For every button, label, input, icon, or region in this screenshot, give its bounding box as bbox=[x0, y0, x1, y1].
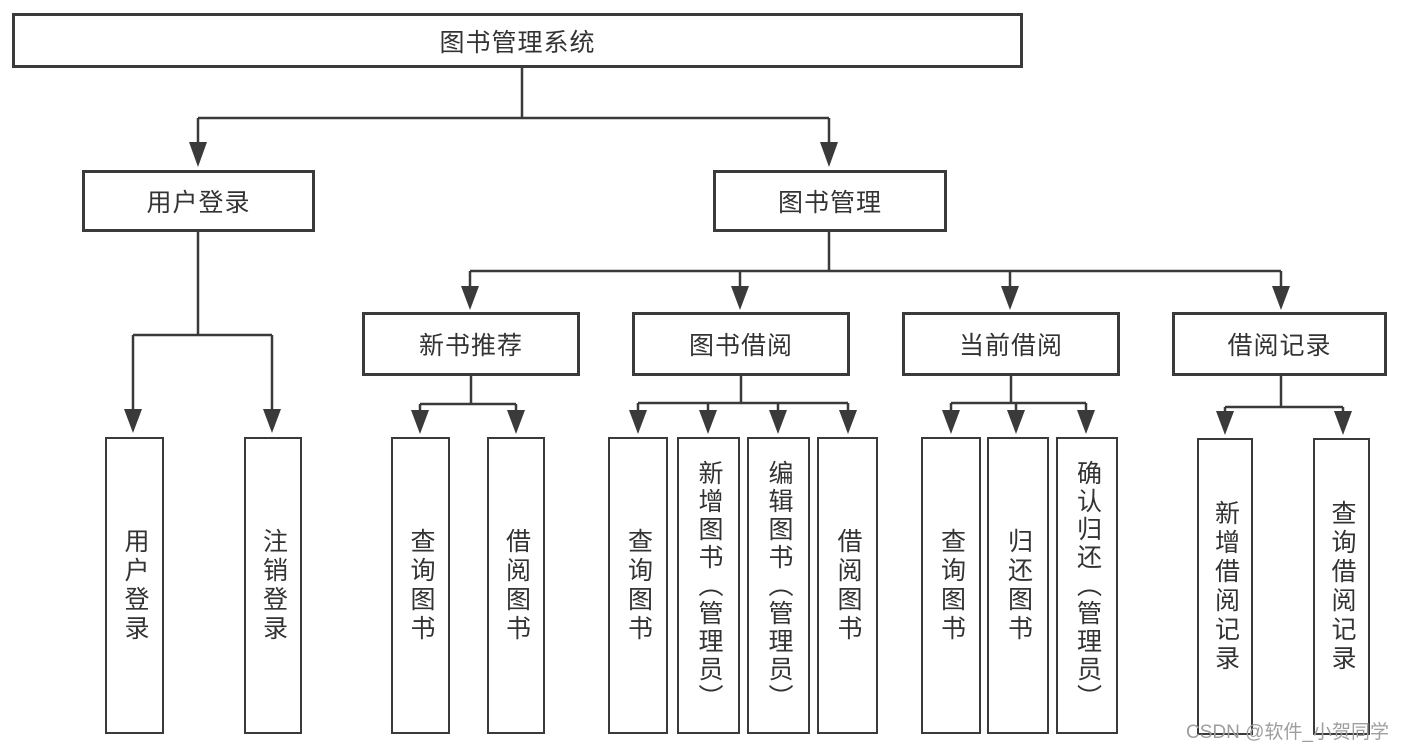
arrowhead bbox=[1272, 286, 1290, 310]
arrowhead bbox=[1216, 411, 1234, 435]
node-label: 当前借阅 bbox=[958, 332, 1063, 360]
connector-borrowing-records-group bbox=[1216, 376, 1352, 435]
arrowhead bbox=[461, 286, 479, 310]
node-label: 查询图书 bbox=[407, 527, 435, 644]
connector-book-borrowing-group bbox=[629, 376, 857, 434]
arrowhead bbox=[1001, 286, 1019, 310]
node-label: 借阅图书 bbox=[502, 527, 531, 644]
leaf-query-books-borrowing: 查询图书 bbox=[608, 437, 668, 734]
node-label: 编辑图书（管理员） bbox=[765, 459, 793, 712]
leaf-query-borrow-record: 查询借阅记录 bbox=[1313, 438, 1370, 735]
node-label: 查询图书 bbox=[624, 527, 653, 644]
node-label: 用户登录 bbox=[121, 527, 149, 644]
node-label: 归还图书 bbox=[1004, 527, 1033, 644]
connector-current-borrowing-group bbox=[942, 376, 1095, 434]
arrowhead bbox=[1334, 411, 1352, 435]
node-label: 图书管理系统 bbox=[439, 28, 596, 57]
node-user-login: 用户登录 bbox=[82, 170, 315, 232]
connector-new-book-group bbox=[411, 376, 525, 434]
node-label: 借阅图书 bbox=[834, 527, 862, 644]
node-label: 用户登录 bbox=[146, 189, 251, 217]
connector-book-management-group bbox=[461, 232, 1290, 310]
leaf-edit-books-admin: 编辑图书（管理员） bbox=[747, 437, 810, 734]
leaf-query-books-current: 查询图书 bbox=[921, 437, 981, 734]
arrowhead bbox=[820, 142, 838, 167]
arrowhead bbox=[839, 410, 857, 434]
leaf-query-books-recommend: 查询图书 bbox=[391, 437, 450, 734]
leaf-return-books: 归还图书 bbox=[987, 437, 1049, 734]
node-book-management: 图书管理 bbox=[713, 170, 947, 232]
node-label: 查询借阅记录 bbox=[1328, 499, 1356, 674]
arrowhead bbox=[411, 410, 429, 434]
arrowhead bbox=[1007, 410, 1025, 434]
arrowhead bbox=[731, 286, 749, 310]
node-label: 图书借阅 bbox=[688, 332, 793, 360]
arrowhead bbox=[189, 142, 207, 167]
arrowhead bbox=[629, 410, 647, 434]
connector-user-login-group bbox=[124, 232, 281, 433]
node-label: 新增借阅记录 bbox=[1211, 499, 1240, 674]
node-current-borrowing: 当前借阅 bbox=[902, 312, 1120, 376]
arrowhead bbox=[769, 410, 787, 434]
node-borrowing-records: 借阅记录 bbox=[1172, 312, 1387, 376]
node-label: 图书管理 bbox=[777, 189, 882, 217]
node-label: 新增图书（管理员） bbox=[695, 459, 723, 712]
node-label: 注销登录 bbox=[259, 527, 288, 644]
arrowhead bbox=[124, 409, 142, 433]
node-book-borrowing: 图书借阅 bbox=[632, 312, 850, 376]
node-label: 新书推荐 bbox=[418, 332, 523, 360]
arrowhead bbox=[942, 410, 960, 434]
node-label: 查询图书 bbox=[937, 527, 966, 644]
leaf-logout: 注销登录 bbox=[244, 437, 302, 734]
leaf-confirm-return-admin: 确认归还（管理员） bbox=[1056, 437, 1118, 734]
connector-root-to-level2 bbox=[189, 68, 838, 167]
leaf-borrow-books: 借阅图书 bbox=[817, 437, 878, 734]
node-label: 确认归还（管理员） bbox=[1073, 459, 1102, 712]
watermark: CSDN @软件_小贺同学 bbox=[1186, 722, 1389, 743]
node-library-management-system: 图书管理系统 bbox=[12, 13, 1023, 68]
leaf-user-login: 用户登录 bbox=[105, 437, 164, 734]
arrowhead bbox=[507, 410, 525, 434]
arrowhead bbox=[263, 409, 281, 433]
node-new-book-recommendation: 新书推荐 bbox=[362, 312, 580, 376]
arrowhead bbox=[1077, 410, 1095, 434]
leaf-add-books-admin: 新增图书（管理员） bbox=[677, 437, 740, 734]
leaf-add-borrow-record: 新增借阅记录 bbox=[1197, 438, 1253, 735]
node-label: 借阅记录 bbox=[1227, 332, 1332, 360]
arrowhead bbox=[699, 410, 717, 434]
leaf-borrow-books-recommend: 借阅图书 bbox=[487, 437, 545, 734]
